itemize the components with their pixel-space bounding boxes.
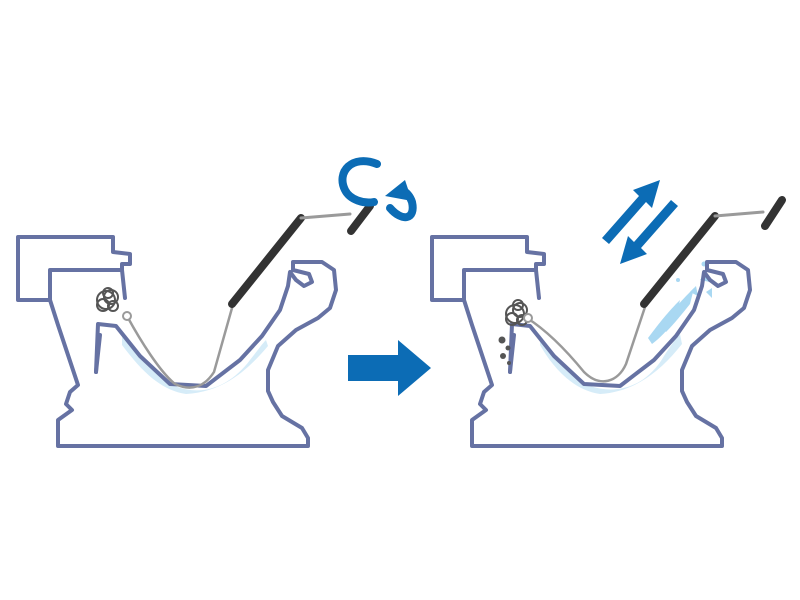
auger-cable [525, 302, 648, 383]
debris-pieces [498, 336, 511, 365]
clog-debris-coil [96, 287, 119, 312]
toilet-tank [430, 235, 546, 302]
auger-crank-grip [761, 196, 786, 230]
bowl-water [122, 337, 268, 394]
auger-tip [122, 311, 132, 321]
clog-debris-coil [505, 299, 528, 326]
toilet-bowl [48, 260, 338, 448]
panel-step-1 [16, 157, 417, 448]
toilet-tank [16, 235, 132, 302]
toilet-bowl [462, 260, 752, 448]
auger-tip [523, 313, 533, 323]
trap-passage [508, 268, 541, 374]
push-pull-arrows-icon [602, 180, 678, 264]
auger-crank-shaft [713, 210, 765, 218]
water-splash [648, 261, 712, 344]
panel-step-2 [430, 180, 786, 448]
trap-passage [94, 268, 127, 374]
auger-crank-shaft [299, 212, 352, 220]
auger-handle-tube [228, 214, 305, 308]
bowl-water [540, 334, 682, 394]
right-arrow-icon [348, 340, 431, 396]
rotate-cw-arrow-icon [338, 157, 417, 221]
auger-handle-tube [640, 212, 719, 308]
auger-crank-grip [347, 202, 374, 235]
auger-cable [125, 306, 234, 389]
